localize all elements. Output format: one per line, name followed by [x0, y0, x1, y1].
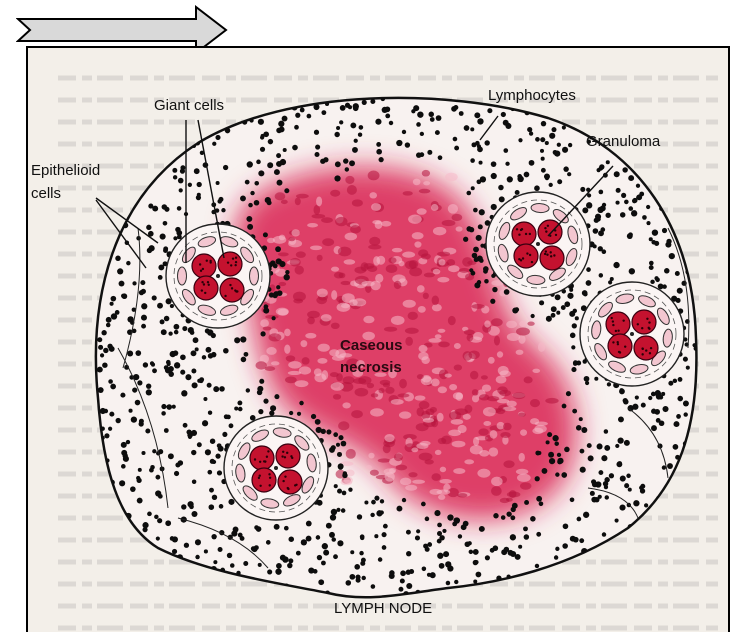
- caseous-necrosis-label-line1: Caseous: [340, 337, 403, 354]
- lymphocytes-label: Lymphocytes: [488, 87, 576, 104]
- epithelioid-label-line1: Epithelioid: [31, 162, 100, 179]
- figure-panel: Giant cells Lymphocytes Epithelioid cell…: [26, 46, 730, 632]
- lymph-node-label: LYMPH NODE: [334, 600, 432, 617]
- giant-cells-label: Giant cells: [154, 97, 224, 114]
- lymph-node-diagram: Giant cells Lymphocytes Epithelioid cell…: [28, 48, 730, 632]
- granuloma: [580, 282, 684, 386]
- granuloma: [166, 224, 270, 328]
- granuloma-label: Granuloma: [586, 133, 661, 150]
- granuloma: [224, 416, 328, 520]
- epithelioid-label-line2: cells: [31, 185, 61, 202]
- caseous-necrosis-label-line2: necrosis: [340, 359, 402, 376]
